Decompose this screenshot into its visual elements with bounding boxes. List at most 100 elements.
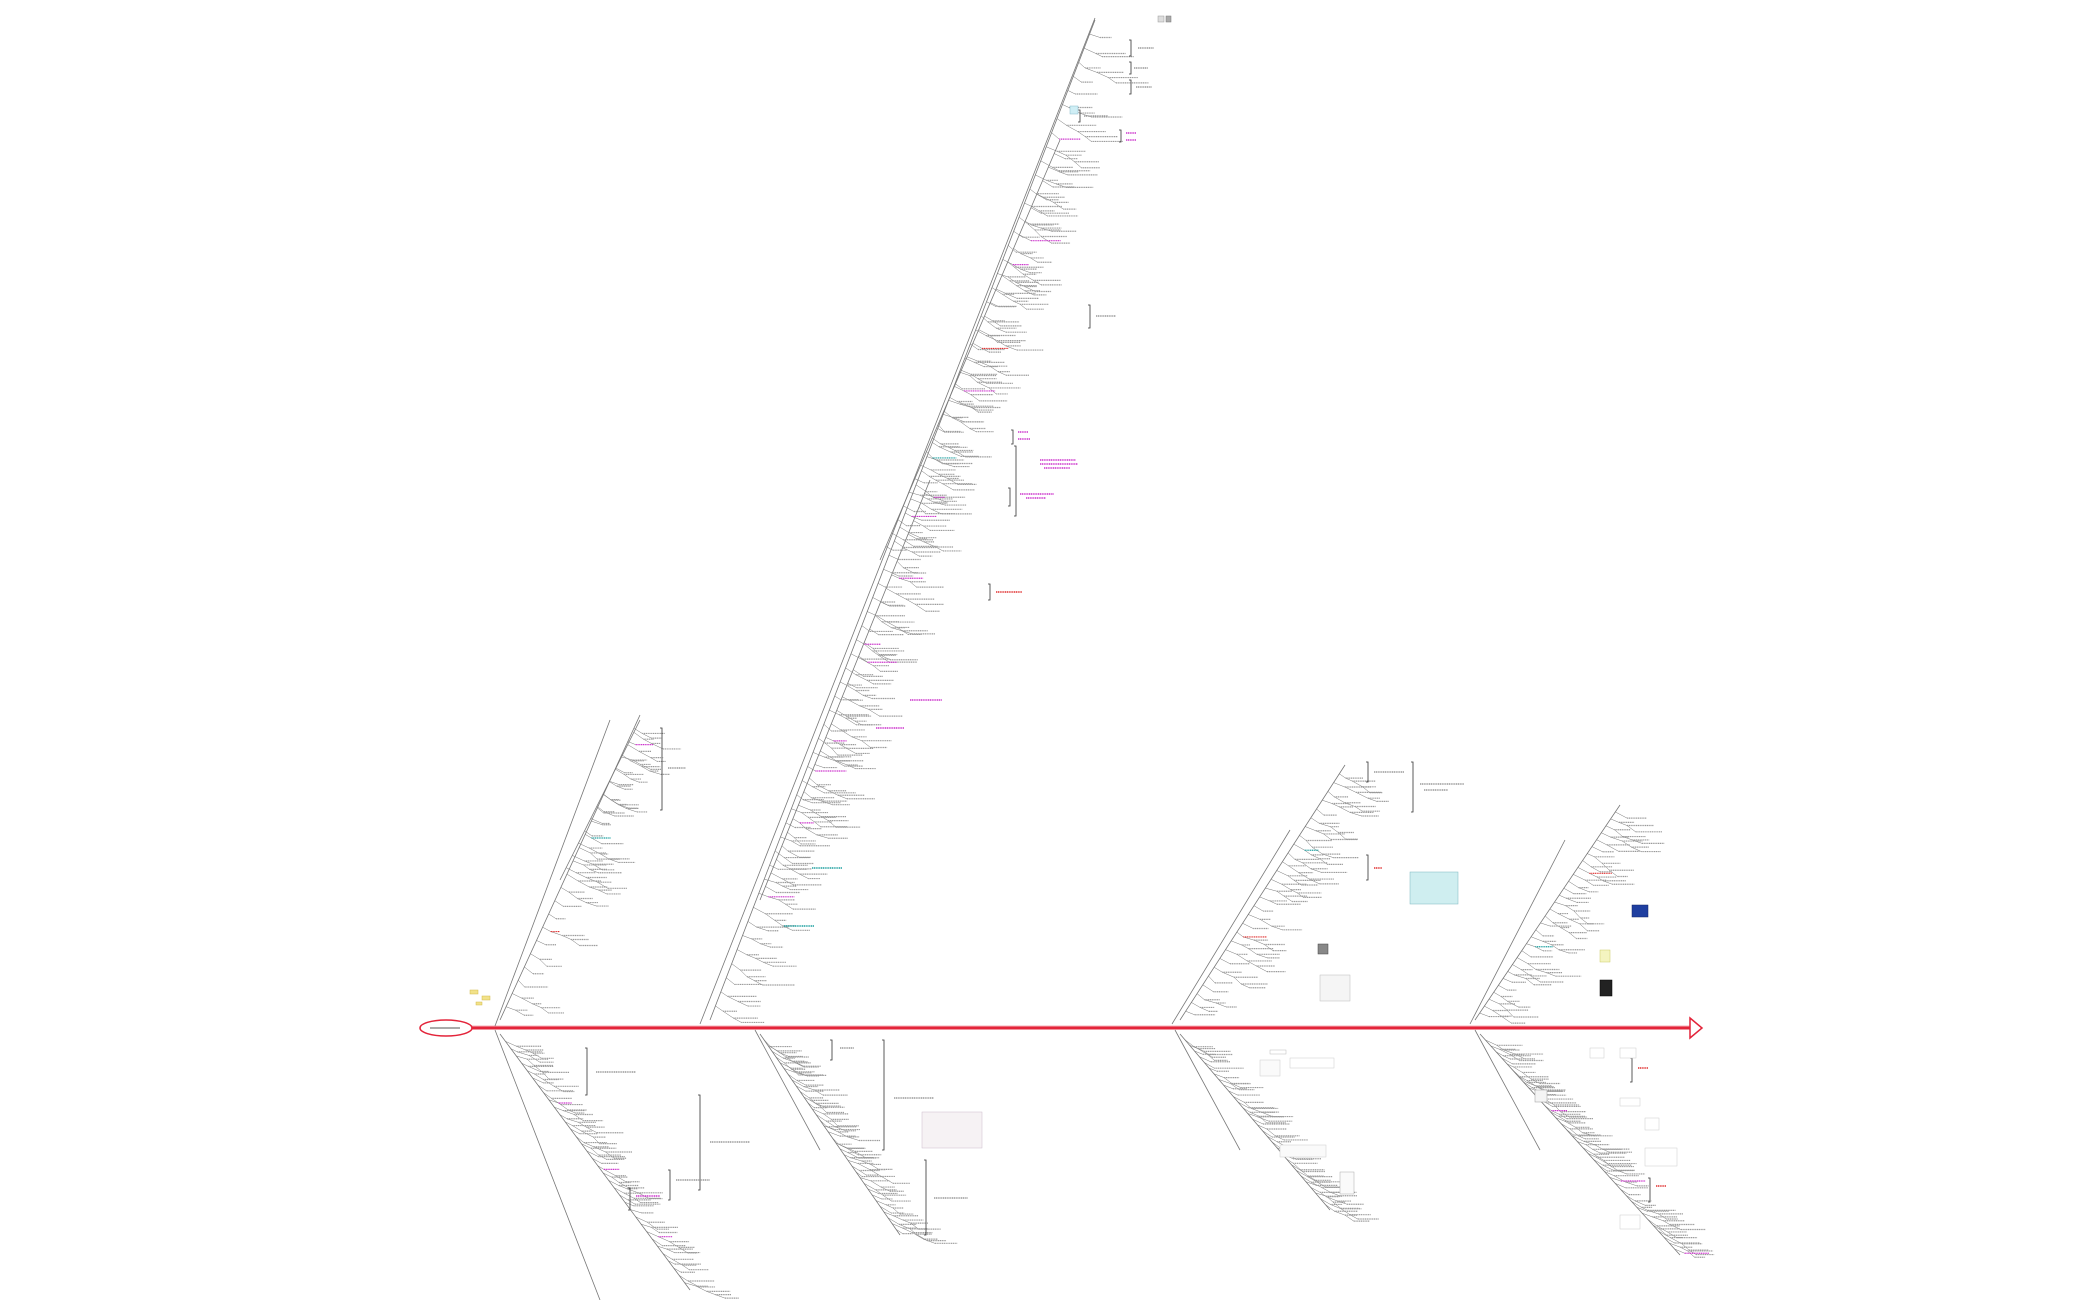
- branch-g-step: [1313, 1180, 1327, 1188]
- branch-e-step: [657, 1245, 667, 1250]
- branch-h-step: [1592, 1149, 1601, 1154]
- branch-h-step: [1636, 1206, 1647, 1212]
- document-image-h6: [1619, 1214, 1641, 1230]
- branch-h-step: [1658, 1230, 1671, 1238]
- branch-f-step: [871, 1194, 882, 1200]
- branch-g-step: [1344, 1214, 1354, 1222]
- branch-b-sub1-step: [909, 581, 917, 588]
- branch-f-step: [799, 1091, 810, 1099]
- branch-b-step: [887, 621, 898, 628]
- branch-b-step: [1073, 76, 1082, 83]
- branch-g-step: [1197, 1048, 1208, 1055]
- branch-b-step: [974, 362, 984, 367]
- branch-h-step: [1647, 1218, 1657, 1227]
- branch-e-step: [618, 1182, 629, 1189]
- branch-b-sub2-main: [879, 139, 1061, 561]
- table-image-h5: [1644, 1147, 1678, 1167]
- branch-c-step: [1241, 944, 1249, 949]
- branch-b-sub2-step: [952, 417, 961, 423]
- branch-d-step: [1596, 839, 1607, 846]
- branch-a-sub-step: [650, 757, 658, 762]
- branch-a-step: [621, 754, 631, 761]
- branch-b-step: [997, 273, 1009, 278]
- branch-g-step: [1326, 1195, 1334, 1203]
- branch-b-sub2-step: [1054, 153, 1066, 159]
- branch-b-sub1-step: [901, 630, 913, 635]
- branch-b-step: [1031, 206, 1040, 212]
- branch-a-step: [585, 834, 592, 839]
- branch-a-step: [560, 887, 569, 893]
- branch-f-step: [843, 1154, 851, 1158]
- branch-e-step: [658, 1236, 670, 1242]
- branch-f-step: [826, 1120, 836, 1127]
- document-image-g3: [1279, 1144, 1327, 1158]
- document-image-h1: [1589, 1047, 1605, 1059]
- branch-c-step: [1271, 925, 1283, 931]
- branch-c-step: [1367, 797, 1377, 802]
- branch-b-step: [986, 301, 996, 307]
- branch-e-step: [627, 1199, 636, 1205]
- branch-f-step: [902, 1227, 913, 1233]
- branch-c-step: [1294, 859, 1303, 864]
- branch-b-step: [807, 766, 816, 772]
- branch-b-step: [1053, 202, 1064, 210]
- branch-a-sub-main: [559, 719, 641, 881]
- branch-b-step: [840, 681, 847, 686]
- branch-f-step: [811, 1108, 824, 1115]
- branch-f-step: [814, 1089, 824, 1096]
- branch-f-main: [759, 1033, 901, 1236]
- branch-b-step: [996, 327, 1006, 333]
- branch-d-step: [1587, 853, 1595, 858]
- branch-b-step: [731, 963, 741, 971]
- branch-b-step: [824, 742, 832, 749]
- branch-b-step: [727, 996, 739, 1002]
- branch-b-sub2-step: [1030, 257, 1038, 263]
- branch-b-step: [845, 718, 857, 725]
- branch-e-step: [543, 1092, 552, 1099]
- branch-d-step: [1492, 1010, 1502, 1017]
- branch-b-step: [796, 794, 804, 800]
- branch-d-step: [1549, 908, 1559, 914]
- branch-e-step: [646, 1231, 659, 1237]
- branch-a-sub-step: [596, 805, 605, 812]
- branch-a-sub-step: [619, 804, 630, 809]
- branch-b-step: [746, 954, 756, 959]
- branch-b-sub1-step: [840, 744, 847, 749]
- branch-e-step: [542, 1072, 550, 1080]
- branch-b-sub1-step: [792, 818, 800, 824]
- branch-h-step: [1571, 1135, 1584, 1142]
- branch-a-main: [499, 714, 641, 1021]
- branch-e-step: [608, 1180, 619, 1186]
- branch-b-sub1-step: [765, 886, 777, 893]
- branch-f-step: [887, 1217, 900, 1225]
- branch-e-step: [586, 1126, 598, 1133]
- branch-f-step: [875, 1200, 887, 1206]
- branch-b-step: [1066, 125, 1078, 132]
- branch-a-sub-step: [638, 751, 651, 758]
- branch-a-step: [630, 760, 643, 767]
- branch-b-step: [942, 483, 954, 491]
- branch-e-step: [527, 1070, 535, 1075]
- branch-c-step: [1339, 806, 1351, 813]
- branch-b-sub1-step: [848, 699, 860, 707]
- branch-a-sub-step: [584, 860, 593, 865]
- branch-b-step: [1040, 160, 1053, 168]
- branch-b-sub2-step: [1033, 280, 1042, 286]
- branch-d-step: [1557, 913, 1570, 920]
- branch-b-sub1-step: [858, 655, 868, 663]
- branch-h-step: [1663, 1236, 1675, 1244]
- branch-f-step: [891, 1223, 903, 1229]
- branch-d-step: [1566, 898, 1578, 903]
- branch-b-step: [824, 756, 836, 761]
- branch-d-step: [1618, 822, 1628, 826]
- branch-h-step: [1615, 1183, 1626, 1189]
- node-layer: [515, 36, 1715, 1299]
- branch-e-step: [626, 1188, 639, 1194]
- branch-f-step: [879, 1206, 892, 1214]
- label-image-g: [1269, 1049, 1287, 1055]
- branch-e-step: [696, 1285, 707, 1292]
- branch-f-step: [870, 1180, 881, 1188]
- branch-b-step: [1096, 72, 1109, 78]
- branch-h-step: [1670, 1237, 1682, 1244]
- branch-a-step: [583, 864, 590, 870]
